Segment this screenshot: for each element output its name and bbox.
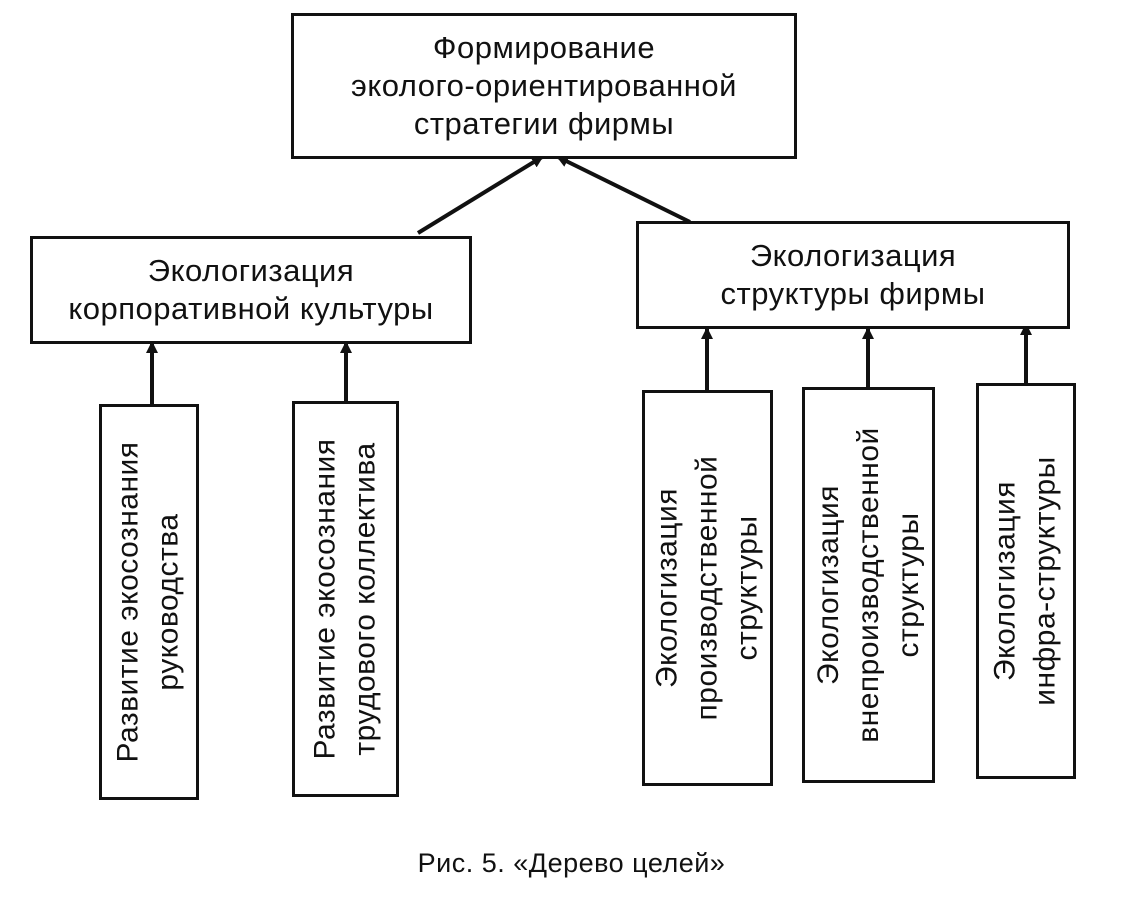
- collective-goal-line-2: трудового коллектива: [348, 442, 382, 756]
- infra-goal-label: Экологизация инфра-структуры: [986, 456, 1066, 705]
- nonproduction-goal-line-3: структуры: [891, 512, 925, 658]
- culture-goal-box: Экологизация корпоративной культуры: [30, 236, 472, 344]
- nonproduction-goal-box: Экологизация внепроизводственной структу…: [802, 387, 935, 783]
- figure-caption-text: Рис. 5. «Дерево целей»: [417, 848, 726, 878]
- structure-goal-box: Экологизация структуры фирмы: [636, 221, 1070, 329]
- collective-goal-line-1: Развитие экосознания: [308, 438, 342, 760]
- root-goal-line-1: Формирование: [432, 30, 656, 65]
- culture-goal-line-2: корпоративной культуры: [68, 291, 434, 326]
- production-goal-line-3: структуры: [730, 515, 764, 661]
- root-goal-box: Формирование эколого-ориентированной стр…: [291, 13, 797, 159]
- culture-goal-line-1: Экологизация: [147, 253, 355, 288]
- nonproduction-goal-line-1: Экологизация: [811, 485, 845, 685]
- infra-goal-line-2: инфра-структуры: [1029, 456, 1062, 706]
- production-goal-line-2: производственной: [690, 455, 724, 721]
- infra-goal-box: Экологизация инфра-структуры: [976, 383, 1076, 779]
- figure-caption: Рис. 5. «Дерево целей»: [0, 848, 1133, 879]
- arrow-structure-to-root: [556, 155, 691, 224]
- nonproduction-goal-label: Экологизация внепроизводственной структу…: [809, 427, 929, 743]
- infra-goal-line-1: Экологизация: [989, 481, 1022, 681]
- production-goal-line-1: Экологизация: [650, 488, 684, 688]
- collective-goal-box: Развитие экосознания трудового коллектив…: [292, 401, 399, 797]
- management-goal-label: Развитие экосознания руководства: [109, 441, 189, 762]
- structure-goal-line-1: Экологизация: [749, 238, 957, 273]
- arrow-culture-to-root: [416, 155, 544, 235]
- culture-goal-label: Экологизация корпоративной культуры: [68, 252, 433, 328]
- structure-goal-line-2: структуры фирмы: [720, 276, 986, 311]
- root-goal-line-3: стратегии фирмы: [413, 106, 675, 141]
- management-goal-line-1: Развитие экосознания: [112, 441, 146, 763]
- nonproduction-goal-line-2: внепроизводственной: [851, 427, 885, 743]
- root-goal-line-2: эколого-ориентированной: [351, 68, 737, 103]
- management-goal-box: Развитие экосознания руководства: [99, 404, 199, 800]
- structure-goal-label: Экологизация структуры фирмы: [721, 237, 986, 313]
- collective-goal-label: Развитие экосознания трудового коллектив…: [306, 438, 386, 759]
- production-goal-label: Экологизация производственной структуры: [648, 456, 768, 721]
- management-goal-line-2: руководства: [152, 513, 186, 691]
- production-goal-box: Экологизация производственной структуры: [642, 390, 773, 786]
- root-goal-label: Формирование эколого-ориентированной стр…: [351, 29, 737, 143]
